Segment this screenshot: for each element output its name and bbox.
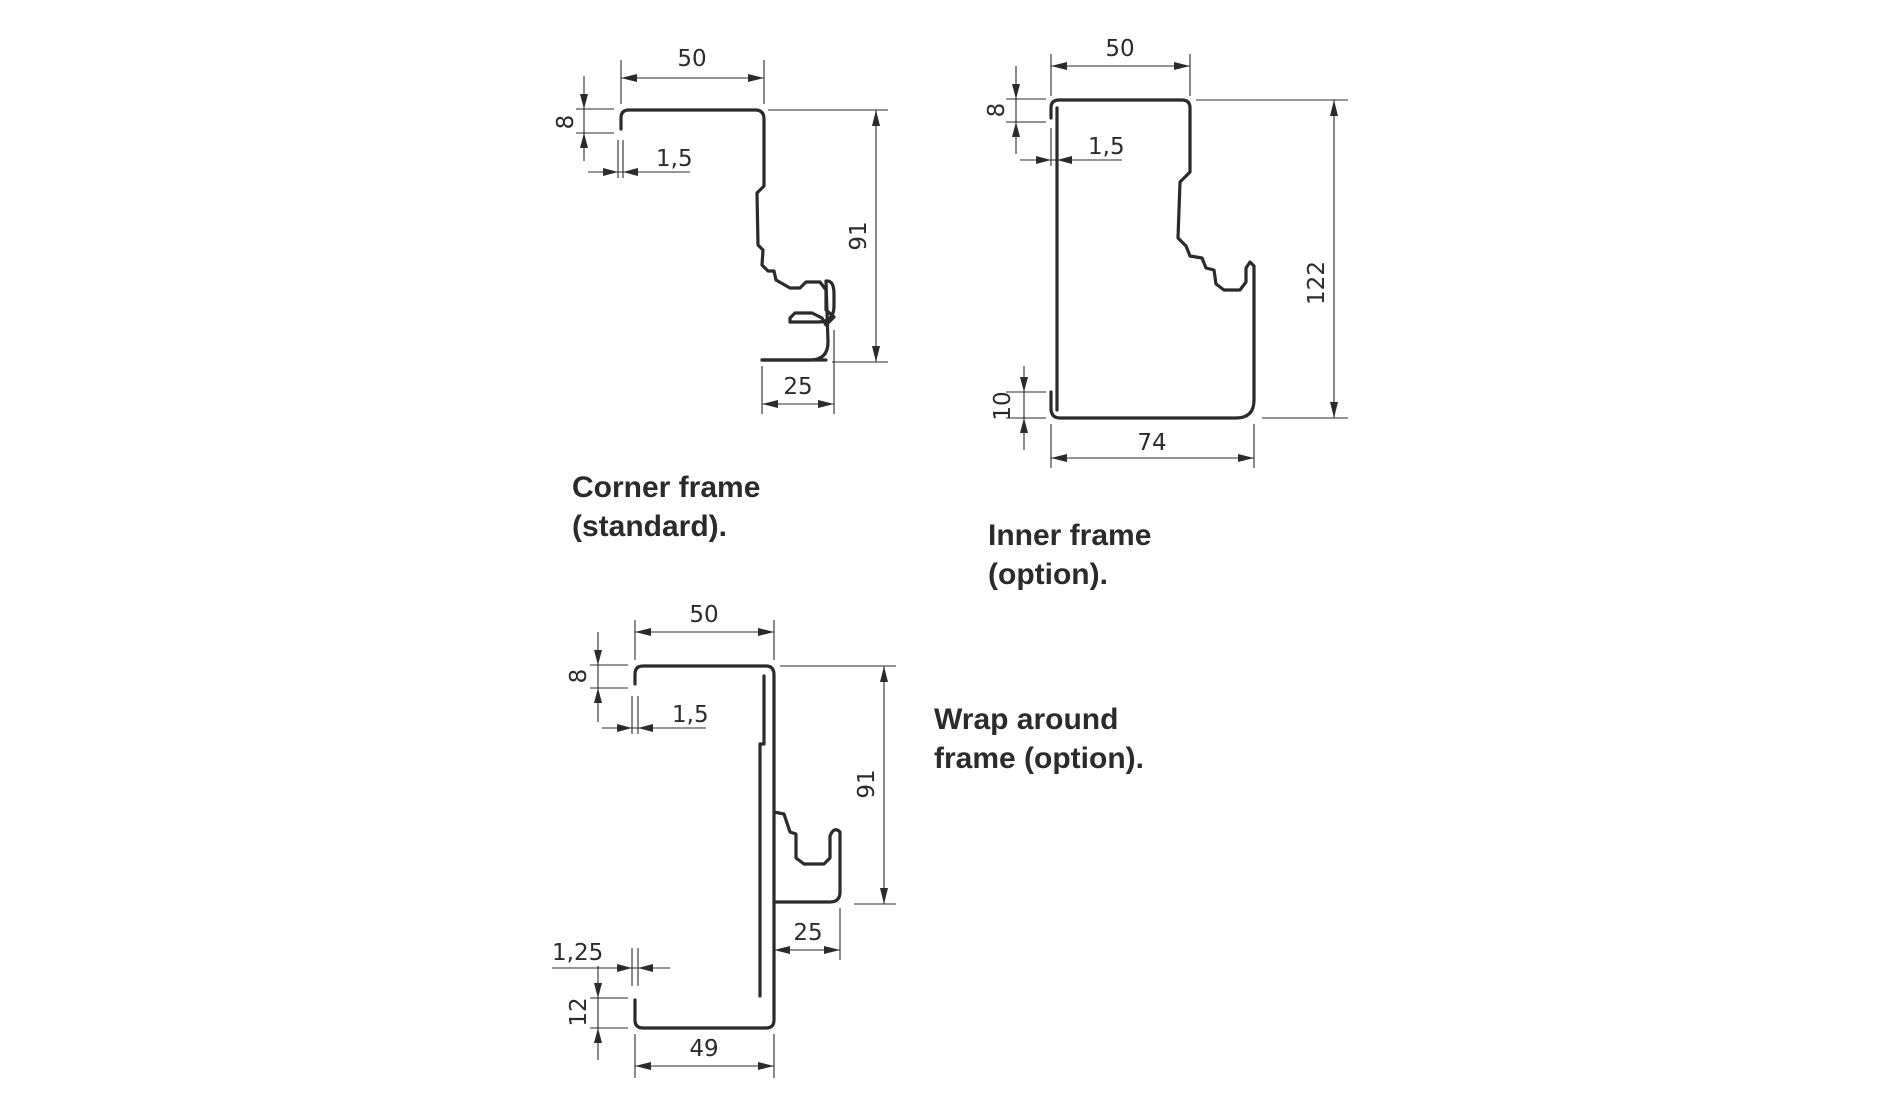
wrap-bottom-width-dimension: [634, 1034, 775, 1078]
wrap-height-dimension: [780, 665, 896, 905]
corner-frame-profile: [619, 108, 836, 362]
inner-bottom-width-label: 74: [1137, 430, 1166, 456]
inner-frame-figure: 50 8 1,5 122: [984, 36, 1348, 591]
corner-thickness-dimension: [588, 140, 690, 178]
wrap-thickness-bottom-label: 1,25: [552, 940, 603, 966]
wrap-lip-top-label: 8: [566, 669, 592, 684]
corner-width-top-dimension: [620, 60, 765, 104]
corner-lip-label: 8: [553, 115, 579, 130]
wrap-bottom-width-label: 49: [689, 1036, 718, 1062]
inner-lip-bottom-dimension: [1006, 366, 1046, 450]
inner-width-top-label: 50: [1105, 36, 1134, 62]
wrap-frame-profile: [633, 664, 776, 1030]
wrap-flange-dimension: [773, 908, 841, 960]
corner-frame-caption-line1: Corner frame: [572, 471, 760, 504]
wrap-around-frame-figure: 50 8 1,5 91: [552, 602, 1144, 1078]
corner-height-label: 91: [846, 221, 872, 250]
wrap-thickness-label: 1,5: [672, 702, 709, 728]
inner-thickness-dimension: [1020, 128, 1122, 166]
inner-bottom-width-dimension: [1050, 424, 1255, 468]
corner-thickness-label: 1,5: [656, 146, 693, 172]
wrap-frame-caption-line1: Wrap around: [934, 703, 1118, 736]
corner-bottom-width-label: 25: [783, 374, 812, 400]
corner-height-dimension: [768, 109, 888, 363]
corner-frame-figure: 50 8 1,5 91: [553, 46, 888, 543]
inner-frame-caption-line1: Inner frame: [988, 519, 1151, 552]
wrap-thickness-bottom-dimension: [552, 948, 670, 986]
wrap-frame-flange: [772, 810, 842, 904]
inner-height-dimension: [1196, 99, 1348, 419]
wrap-height-label: 91: [854, 769, 880, 798]
inner-lip-top-label: 8: [984, 103, 1010, 118]
inner-width-top-dimension: [1050, 54, 1191, 96]
wrap-lip-bottom-dimension: [590, 966, 628, 1060]
inner-frame-profile: [1049, 98, 1256, 420]
corner-bottom-width-dimension: [761, 330, 835, 414]
inner-lip-top-dimension: [1006, 66, 1046, 154]
inner-frame-caption-line2: (option).: [988, 558, 1108, 591]
wrap-thickness-dimension: [602, 696, 706, 734]
corner-lip-dimension: [576, 76, 614, 161]
inner-height-label: 122: [1304, 261, 1330, 305]
inner-lip-bottom-label: 10: [990, 391, 1016, 420]
inner-thickness-label: 1,5: [1088, 134, 1125, 160]
wrap-width-top-dimension: [634, 620, 775, 660]
wrap-width-top-label: 50: [689, 602, 718, 628]
wrap-lip-top-dimension: [590, 632, 628, 722]
corner-width-top-label: 50: [677, 46, 706, 72]
wrap-frame-caption-line2: frame (option).: [934, 742, 1144, 775]
wrap-frame-inner-wall: [758, 674, 766, 998]
wrap-flange-label: 25: [793, 920, 822, 946]
corner-frame-caption-line2: (standard).: [572, 510, 727, 543]
wrap-lip-bottom-label: 12: [566, 997, 592, 1026]
